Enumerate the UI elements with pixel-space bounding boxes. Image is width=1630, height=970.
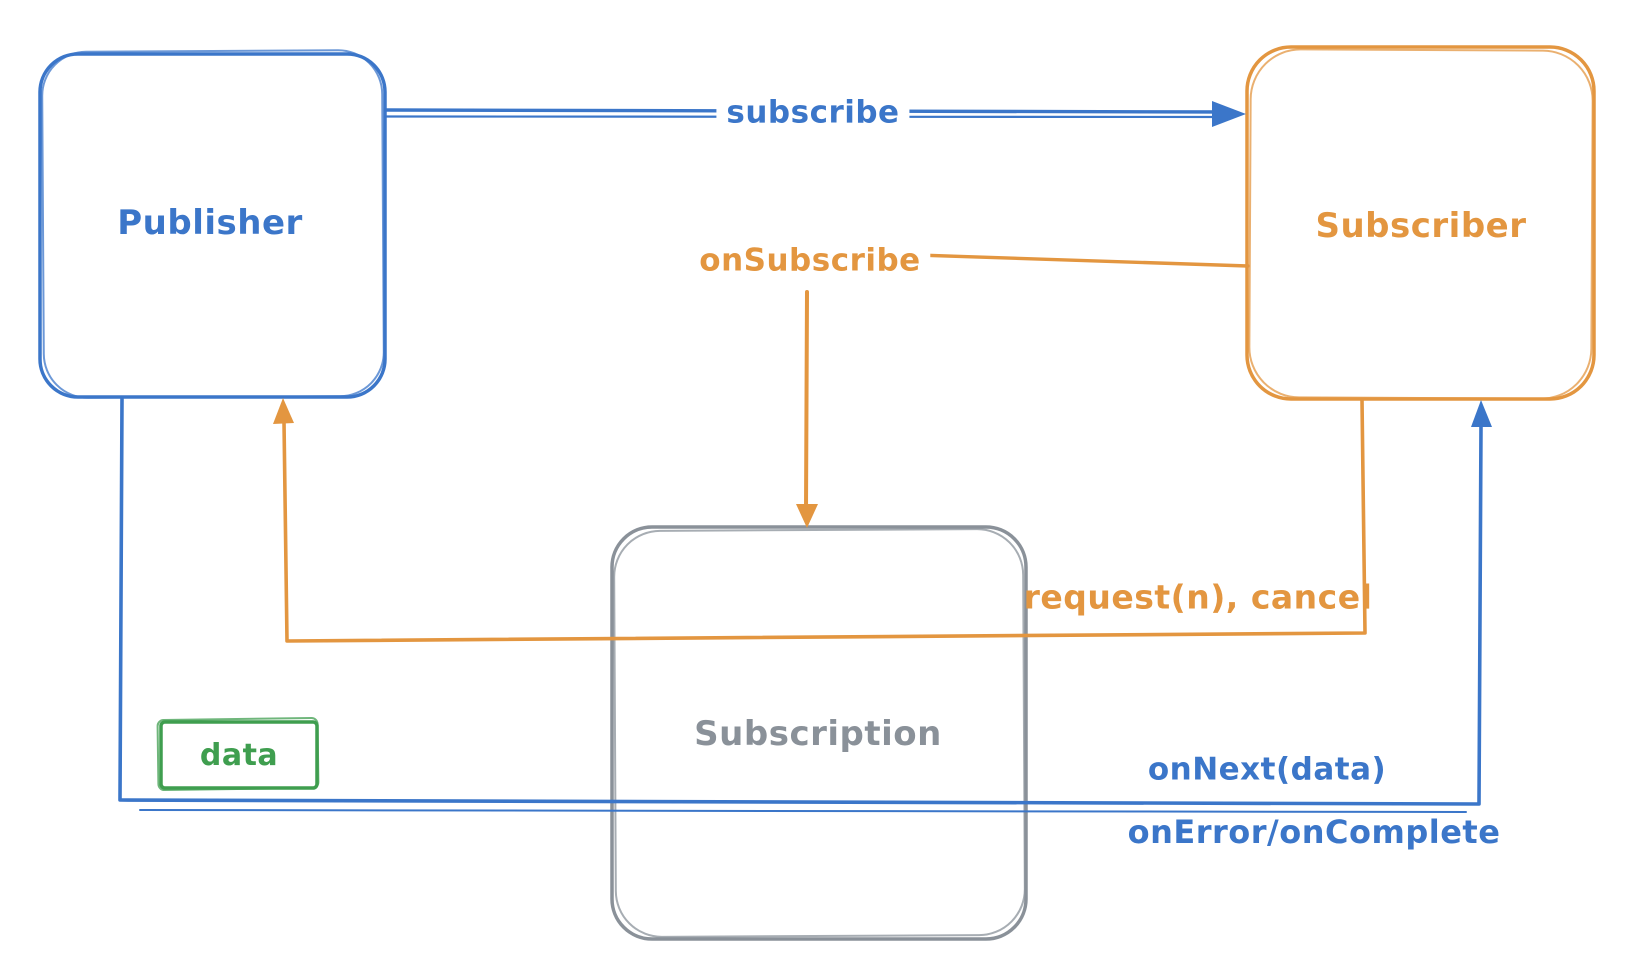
onsubscribe-edge-label: onSubscribe [689, 243, 931, 279]
request-cancel-arrowhead-icon [273, 398, 294, 424]
onerror-oncomplete-edge-label: onError/onComplete [1127, 813, 1501, 851]
request-cancel-arrow-line [282, 398, 1367, 643]
onsubscribe-arrowhead-icon [796, 504, 818, 528]
onsubscribe-line [915, 253, 1250, 268]
onsubscribe-down-arrow-line [804, 290, 809, 512]
publisher-box [38, 52, 387, 399]
subscriber-label: Subscriber [1315, 206, 1527, 246]
subscription-box [610, 525, 1028, 941]
subscribe-edge-label: subscribe [716, 95, 910, 131]
onnext-arrowhead-icon [1471, 400, 1492, 427]
publisher-label: Publisher [117, 203, 303, 243]
data-label: data [199, 738, 279, 773]
subscribe-arrowhead-icon [1212, 101, 1246, 127]
onnext-arrow-line [118, 397, 1483, 806]
onnext-arrow-line-sketch [139, 809, 1467, 813]
subscriber-box [1245, 45, 1596, 401]
subscription-box-sketch-stroke [613, 528, 1026, 938]
onnext-edge-label: onNext(data) [1147, 751, 1387, 788]
request-cancel-edge-label: request(n), cancel [1023, 577, 1373, 617]
subscription-label: Subscription [694, 714, 942, 754]
data-box [159, 720, 319, 790]
